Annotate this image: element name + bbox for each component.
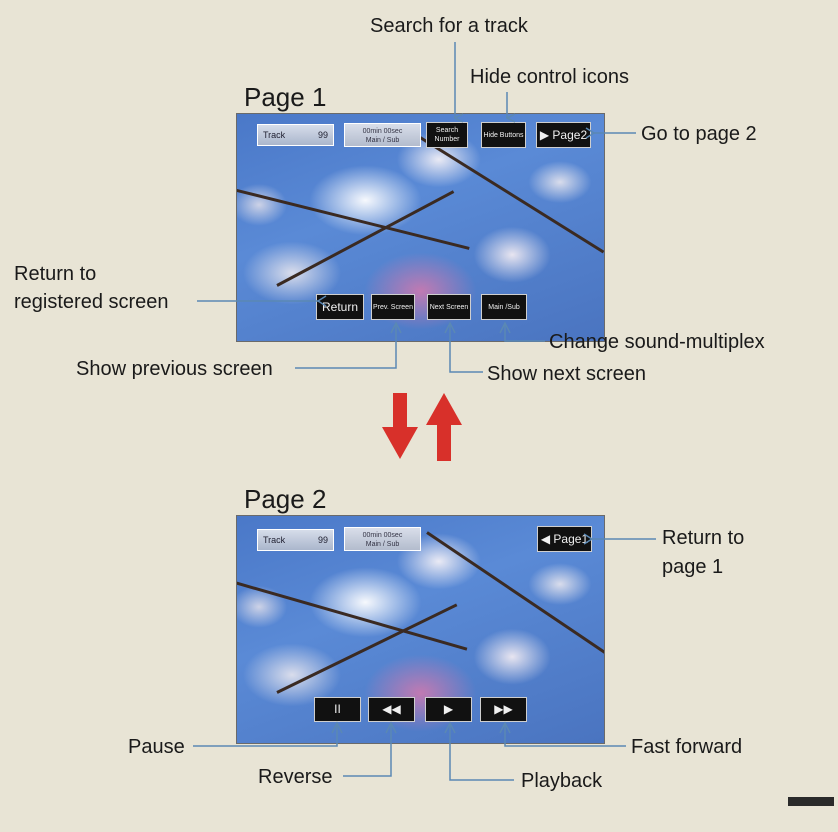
callout-goto-page2: Go to page 2 [641,123,757,145]
callout-next: Show next screen [487,363,646,385]
page-2-button[interactable]: ▶ Page2 [536,122,591,148]
search-number-button[interactable]: Search Number [426,122,468,148]
line-prev [295,323,397,369]
time-display: 00min 00sec Main / Sub [344,123,421,147]
corner-mark [788,797,834,806]
page-2-screen: Track 99 00min 00sec Main / Sub ◀ Page1 … [236,515,605,744]
callout-search: Search for a track [370,15,528,37]
time-display-2: 00min 00sec Main / Sub [344,527,421,551]
page-1-screen: Track 99 00min 00sec Main / Sub Search N… [236,113,605,342]
line-playback [449,723,514,781]
callout-return-page1-1: Return to [662,527,745,549]
reverse-button[interactable]: ◀◀ [368,697,415,722]
callout-return-page1-2: page 1 [662,556,724,578]
track-number-2: 99 [317,535,328,545]
track-number: 99 [317,130,328,140]
arrow-down-icon [382,393,418,459]
track-label: Track [263,130,286,140]
arrow-up-icon [426,393,462,461]
page-2-title: Page 2 [244,484,327,514]
line-reverse [343,723,392,777]
callout-return-2: registered screen [14,291,169,313]
callout-pause: Pause [128,736,185,758]
track-label-2: Track [263,535,286,545]
main-sub-text: Main / Sub [365,137,400,144]
fast-forward-button[interactable]: ▶▶ [480,697,527,722]
line-multiplex [504,323,545,342]
page-1-button[interactable]: ◀ Page1 [537,526,592,552]
callout-fast-forward: Fast forward [631,736,743,758]
return-button[interactable]: Return [316,294,364,320]
page-1-title: Page 1 [244,82,327,112]
main-sub-button[interactable]: Main /Sub [481,294,527,320]
callout-return-1: Return to [14,263,97,285]
next-screen-button[interactable]: Next Screen [427,294,471,320]
callout-hide: Hide control icons [470,66,629,88]
callout-playback: Playback [521,770,603,792]
hide-buttons-button[interactable]: Hide Buttons [481,122,526,148]
line-ff [504,723,626,747]
pause-button[interactable]: II [314,697,361,722]
time-text: 00min 00sec [362,128,403,135]
callout-multiplex: Change sound-multiplex [549,331,765,353]
prev-screen-button[interactable]: Prev. Screen [371,294,415,320]
callout-reverse: Reverse [258,766,333,788]
track-display-2: Track 99 [257,529,334,551]
line-next [449,323,483,373]
line-pause [193,723,338,747]
main-sub-text-2: Main / Sub [365,541,400,548]
callout-prev: Show previous screen [76,358,273,380]
time-text-2: 00min 00sec [362,532,403,539]
play-button[interactable]: ▶ [425,697,472,722]
track-display: Track 99 [257,124,334,146]
